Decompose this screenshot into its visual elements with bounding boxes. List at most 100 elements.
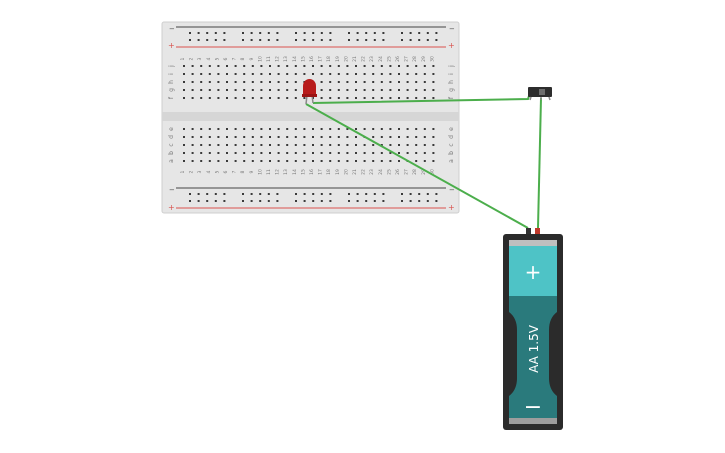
breadboard-hole[interactable]: [355, 160, 357, 162]
breadboard-hole[interactable]: [432, 73, 435, 75]
breadboard-hole[interactable]: [267, 39, 270, 41]
battery-plus-terminal[interactable]: [535, 228, 540, 235]
breadboard-hole[interactable]: [363, 160, 366, 162]
breadboard-hole[interactable]: [346, 144, 349, 146]
breadboard-hole[interactable]: [356, 39, 359, 41]
breadboard-hole[interactable]: [226, 128, 228, 130]
breadboard-hole[interactable]: [243, 128, 246, 130]
breadboard-hole[interactable]: [251, 65, 254, 67]
breadboard-hole[interactable]: [294, 81, 297, 83]
breadboard-hole[interactable]: [346, 152, 349, 154]
breadboard-hole[interactable]: [234, 160, 237, 162]
breadboard-hole[interactable]: [223, 32, 226, 34]
breadboard-hole[interactable]: [423, 73, 426, 75]
breadboard-hole[interactable]: [200, 65, 203, 67]
breadboard-hole[interactable]: [435, 39, 438, 41]
breadboard-hole[interactable]: [356, 200, 359, 202]
breadboard-hole[interactable]: [409, 32, 412, 34]
breadboard-hole[interactable]: [260, 128, 263, 130]
breadboard-hole[interactable]: [363, 73, 366, 75]
breadboard-hole[interactable]: [372, 152, 375, 154]
breadboard-hole[interactable]: [346, 128, 349, 130]
breadboard-hole[interactable]: [415, 81, 418, 83]
breadboard-hole[interactable]: [346, 73, 349, 75]
breadboard-hole[interactable]: [337, 73, 340, 75]
breadboard-hole[interactable]: [329, 97, 332, 99]
breadboard-hole[interactable]: [380, 97, 383, 99]
breadboard-hole[interactable]: [312, 32, 315, 34]
breadboard-hole[interactable]: [348, 200, 350, 202]
breadboard-hole[interactable]: [320, 152, 323, 154]
breadboard-hole[interactable]: [208, 136, 211, 138]
breadboard-hole[interactable]: [329, 128, 332, 130]
breadboard-hole[interactable]: [415, 144, 418, 146]
breadboard-hole[interactable]: [242, 193, 244, 195]
slide-switch[interactable]: [528, 87, 552, 101]
breadboard-hole[interactable]: [372, 128, 375, 130]
breadboard-hole[interactable]: [320, 81, 323, 83]
breadboard-hole[interactable]: [242, 200, 244, 202]
breadboard-hole[interactable]: [380, 144, 383, 146]
breadboard-hole[interactable]: [295, 193, 297, 195]
breadboard-hole[interactable]: [191, 65, 194, 67]
breadboard-hole[interactable]: [183, 128, 185, 130]
breadboard-hole[interactable]: [337, 152, 340, 154]
breadboard-hole[interactable]: [312, 73, 314, 75]
breadboard-hole[interactable]: [389, 89, 392, 91]
breadboard-hole[interactable]: [277, 73, 280, 75]
breadboard-hole[interactable]: [401, 193, 403, 195]
breadboard-hole[interactable]: [303, 200, 306, 202]
breadboard-hole[interactable]: [418, 39, 421, 41]
breadboard-hole[interactable]: [277, 128, 280, 130]
breadboard-hole[interactable]: [243, 97, 246, 99]
breadboard-hole[interactable]: [197, 32, 200, 34]
breadboard-hole[interactable]: [191, 73, 194, 75]
breadboard-hole[interactable]: [208, 89, 211, 91]
breadboard-hole[interactable]: [423, 136, 426, 138]
breadboard-hole[interactable]: [269, 144, 271, 146]
wire-switch-to-battery-plus[interactable]: [537, 97, 542, 229]
breadboard-hole[interactable]: [355, 97, 357, 99]
breadboard-hole[interactable]: [183, 73, 185, 75]
breadboard-hole[interactable]: [389, 152, 392, 154]
breadboard-hole[interactable]: [243, 152, 246, 154]
breadboard-hole[interactable]: [363, 152, 366, 154]
breadboard-hole[interactable]: [286, 128, 289, 130]
breadboard-hole[interactable]: [259, 193, 262, 195]
breadboard-hole[interactable]: [277, 89, 280, 91]
breadboard-hole[interactable]: [389, 65, 392, 67]
breadboard-hole[interactable]: [398, 160, 400, 162]
breadboard-hole[interactable]: [223, 200, 226, 202]
breadboard-hole[interactable]: [432, 160, 435, 162]
breadboard-hole[interactable]: [398, 144, 400, 146]
breadboard-hole[interactable]: [189, 200, 191, 202]
breadboard-hole[interactable]: [406, 152, 409, 154]
breadboard-hole[interactable]: [251, 160, 254, 162]
breadboard-hole[interactable]: [200, 81, 203, 83]
breadboard-hole[interactable]: [286, 65, 289, 67]
breadboard-hole[interactable]: [303, 32, 306, 34]
breadboard-hole[interactable]: [197, 39, 200, 41]
breadboard-hole[interactable]: [432, 65, 435, 67]
breadboard-hole[interactable]: [286, 89, 289, 91]
breadboard-hole[interactable]: [415, 128, 418, 130]
breadboard-hole[interactable]: [259, 200, 262, 202]
breadboard-hole[interactable]: [389, 97, 392, 99]
breadboard-hole[interactable]: [189, 193, 191, 195]
breadboard-hole[interactable]: [276, 200, 279, 202]
breadboard-hole[interactable]: [217, 136, 220, 138]
breadboard-hole[interactable]: [250, 200, 253, 202]
breadboard-hole[interactable]: [217, 81, 220, 83]
breadboard-hole[interactable]: [208, 73, 211, 75]
breadboard-hole[interactable]: [432, 97, 435, 99]
breadboard-hole[interactable]: [423, 144, 426, 146]
breadboard-hole[interactable]: [320, 160, 323, 162]
breadboard-hole[interactable]: [329, 152, 332, 154]
breadboard-hole[interactable]: [337, 81, 340, 83]
breadboard-hole[interactable]: [269, 65, 271, 67]
breadboard-hole[interactable]: [382, 200, 385, 202]
breadboard-hole[interactable]: [329, 160, 332, 162]
breadboard-hole[interactable]: [389, 81, 392, 83]
breadboard-hole[interactable]: [415, 65, 418, 67]
breadboard-hole[interactable]: [223, 193, 226, 195]
